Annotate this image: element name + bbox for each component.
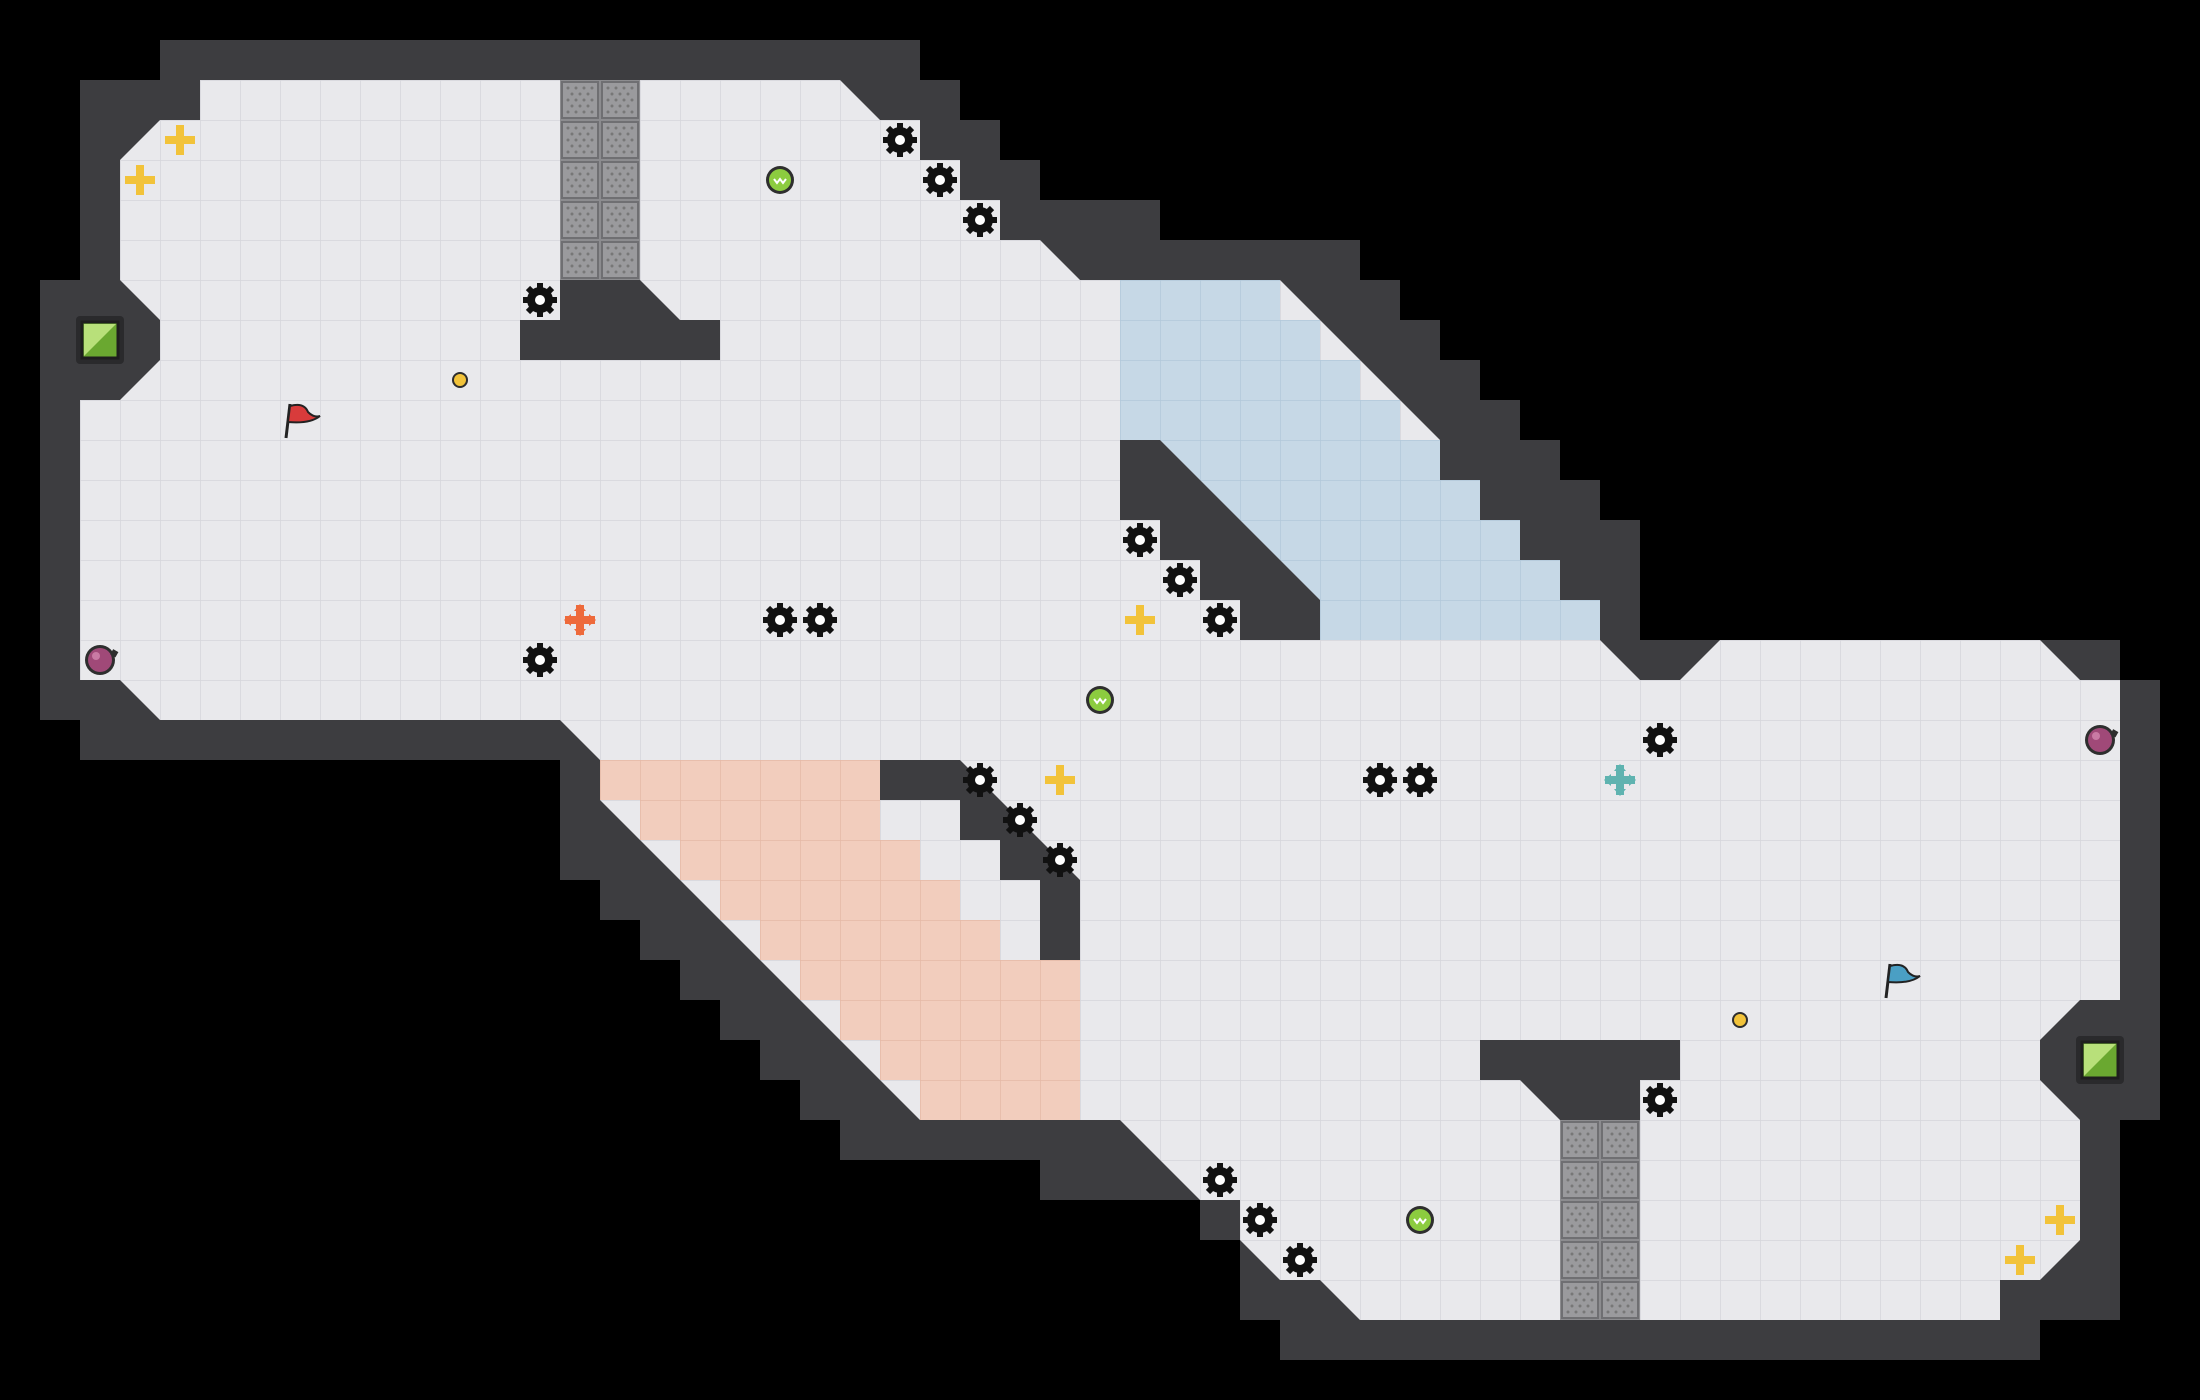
gold-plus-icon[interactable]	[125, 165, 155, 195]
gold-plus-icon[interactable]	[165, 125, 195, 155]
green-orb-icon[interactable]	[1086, 686, 1114, 714]
green-teleporter-icon[interactable]	[80, 320, 120, 360]
mine-icon[interactable]	[803, 603, 837, 637]
gold-plus-icon[interactable]	[1125, 605, 1155, 635]
gold-plus-icon[interactable]	[2005, 1245, 2035, 1275]
green-orb-icon[interactable]	[766, 166, 794, 194]
wall-block-top	[520, 280, 720, 360]
yellow-dot-icon[interactable]	[452, 372, 468, 388]
green-orb-icon[interactable]	[1406, 1206, 1434, 1234]
green-teleporter-icon[interactable]	[2080, 1040, 2120, 1080]
mine-icon[interactable]	[1283, 1243, 1317, 1277]
yellow-dot-icon[interactable]	[1732, 1012, 1748, 1028]
mine-icon[interactable]	[1643, 1083, 1677, 1117]
blue-team-zone	[1120, 280, 1600, 640]
mine-icon[interactable]	[1003, 803, 1037, 837]
mine-icon[interactable]	[963, 203, 997, 237]
mine-icon[interactable]	[923, 163, 957, 197]
gold-plus-icon[interactable]	[2045, 1205, 2075, 1235]
mine-icon[interactable]	[523, 643, 557, 677]
mine-icon[interactable]	[1403, 763, 1437, 797]
mine-icon[interactable]	[883, 123, 917, 157]
grate-bottom	[1560, 1120, 1640, 1320]
mine-icon[interactable]	[1643, 723, 1677, 757]
wall-left-spawn-notch	[40, 280, 80, 400]
teal-spawn-icon[interactable]	[1604, 764, 1636, 796]
mine-icon[interactable]	[763, 603, 797, 637]
mine-icon[interactable]	[1363, 763, 1397, 797]
inner-walls	[40, 280, 1680, 1120]
mine-icon[interactable]	[1203, 603, 1237, 637]
red-team-zone	[600, 760, 1080, 1120]
wall-diagonal-upper	[1120, 440, 1320, 640]
wall-block-bottom	[1480, 1040, 1680, 1120]
red-flag-icon[interactable]	[284, 403, 321, 439]
grate-top	[560, 80, 640, 280]
blue-flag-icon[interactable]	[1884, 963, 1921, 999]
purple-bomb-icon[interactable]	[2085, 725, 2119, 755]
mine-icon[interactable]	[523, 283, 557, 317]
mine-icon[interactable]	[1203, 1163, 1237, 1197]
mine-icon[interactable]	[1043, 843, 1077, 877]
wall-diagonal-lower	[880, 760, 1080, 960]
mine-icon[interactable]	[1163, 563, 1197, 597]
map-markers	[80, 123, 2120, 1277]
red-spawn-icon[interactable]	[564, 604, 596, 636]
mine-icon[interactable]	[1123, 523, 1157, 557]
mine-icon[interactable]	[1243, 1203, 1277, 1237]
gold-plus-icon[interactable]	[1045, 765, 1075, 795]
purple-bomb-icon[interactable]	[85, 645, 119, 675]
mine-icon[interactable]	[963, 763, 997, 797]
